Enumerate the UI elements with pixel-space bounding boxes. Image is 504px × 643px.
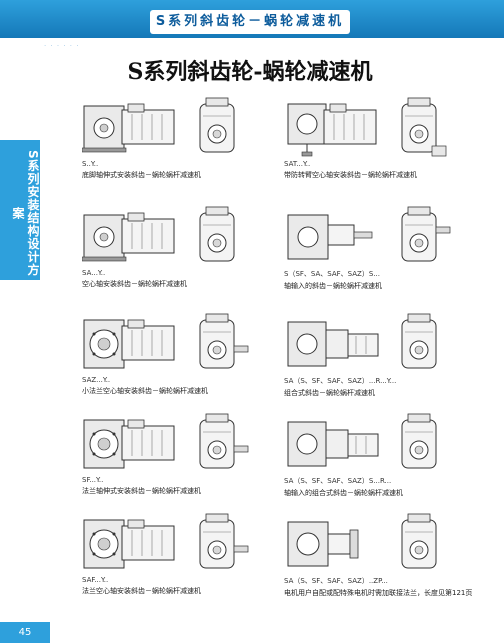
item-desc: 电机用户自配或配特殊电机时需加联接法兰，长度见第121页 bbox=[284, 589, 473, 597]
gear-drawing bbox=[284, 412, 464, 474]
item-saz-flange: SAZ...Y.. 小法兰空心轴安装斜齿－蜗轮蜗杆减速机 bbox=[82, 312, 282, 396]
item-desc: 轴输入的组合式斜齿－蜗轮蜗杆减速机 bbox=[284, 489, 403, 497]
item-code: S..Y.. bbox=[82, 160, 99, 168]
item-desc: 法兰轴伸式安装斜齿－蜗轮蜗杆减速机 bbox=[82, 487, 201, 495]
item-desc: 组合式斜齿－蜗轮蜗杆减速机 bbox=[284, 389, 375, 397]
item-shaft-input: S（SF、SA、SAF、SAZ）S... 轴输入的斜齿－蜗轮蜗杆减速机 bbox=[284, 205, 484, 291]
item-s-foot: S..Y.. 底脚轴伸式安装斜齿－蜗轮蜗杆减速机 bbox=[82, 96, 282, 180]
gear-drawing bbox=[82, 412, 262, 474]
item-desc: 空心轴安装斜齿－蜗轮蜗杆减速机 bbox=[82, 280, 187, 288]
header-band-title: S系列斜齿轮－蜗轮减速机 bbox=[150, 10, 350, 34]
item-sf-flange: SF...Y.. 法兰轴伸式安装斜齿－蜗轮蜗杆减速机 bbox=[82, 412, 282, 496]
item-saf-flange: SAF...Y.. 法兰空心轴安装斜齿－蜗轮蜗杆减速机 bbox=[82, 512, 282, 596]
item-code: S（SF、SA、SAF、SAZ）S... bbox=[284, 270, 380, 278]
item-desc: 轴输入的斜齿－蜗轮蜗杆减速机 bbox=[284, 282, 382, 290]
logo-watermark: · · · · · · bbox=[44, 42, 80, 50]
page-title: S系列斜齿轮-蜗轮减速机 bbox=[127, 59, 373, 85]
gear-drawing bbox=[284, 96, 464, 158]
gear-drawing bbox=[284, 312, 464, 374]
gear-drawing bbox=[82, 96, 262, 158]
item-sat-torque: SAT...Y.. 带防转臂空心轴安装斜齿－蜗轮蜗杆减速机 bbox=[284, 96, 484, 180]
gear-drawing bbox=[82, 205, 262, 267]
item-desc: 带防转臂空心轴安装斜齿－蜗轮蜗杆减速机 bbox=[284, 171, 417, 179]
item-code: SA（S、SF、SAF、SAZ）S...R... bbox=[284, 477, 392, 485]
item-code: SF...Y.. bbox=[82, 476, 104, 484]
item-desc: 底脚轴伸式安装斜齿－蜗轮蜗杆减速机 bbox=[82, 171, 201, 179]
item-desc: 小法兰空心轴安装斜齿－蜗轮蜗杆减速机 bbox=[82, 387, 208, 395]
gear-drawing bbox=[284, 205, 464, 267]
gear-drawing bbox=[82, 312, 262, 374]
page-number: 45 bbox=[0, 622, 50, 643]
item-code: SAT...Y.. bbox=[284, 160, 311, 168]
item-zp-adapter: SA（S、SF、SAF、SAZ）..ZP... 电机用户自配或配特殊电机时需加联… bbox=[284, 512, 484, 598]
item-code: SA（S、SF、SAF、SAZ）..ZP... bbox=[284, 577, 388, 585]
item-desc: 法兰空心轴安装斜齿－蜗轮蜗杆减速机 bbox=[82, 587, 201, 595]
item-combined: SA（S、SF、SAF、SAZ）...R...Y... 组合式斜齿－蜗轮蜗杆减速… bbox=[284, 312, 484, 398]
item-code: SA（S、SF、SAF、SAZ）...R...Y... bbox=[284, 377, 397, 385]
item-code: SAZ...Y.. bbox=[82, 376, 111, 384]
item-code: SAF...Y.. bbox=[82, 576, 109, 584]
gear-drawing bbox=[82, 512, 262, 574]
item-sa-hollow: SA...Y.. 空心轴安装斜齿－蜗轮蜗杆减速机 bbox=[82, 205, 282, 289]
item-code: SA...Y.. bbox=[82, 269, 106, 277]
gear-drawing bbox=[284, 512, 464, 574]
item-combined-shaft: SA（S、SF、SAF、SAZ）S...R... 轴输入的组合式斜齿－蜗轮蜗杆减… bbox=[284, 412, 484, 498]
side-tab: S系列安装结构设计方案 bbox=[0, 140, 40, 280]
